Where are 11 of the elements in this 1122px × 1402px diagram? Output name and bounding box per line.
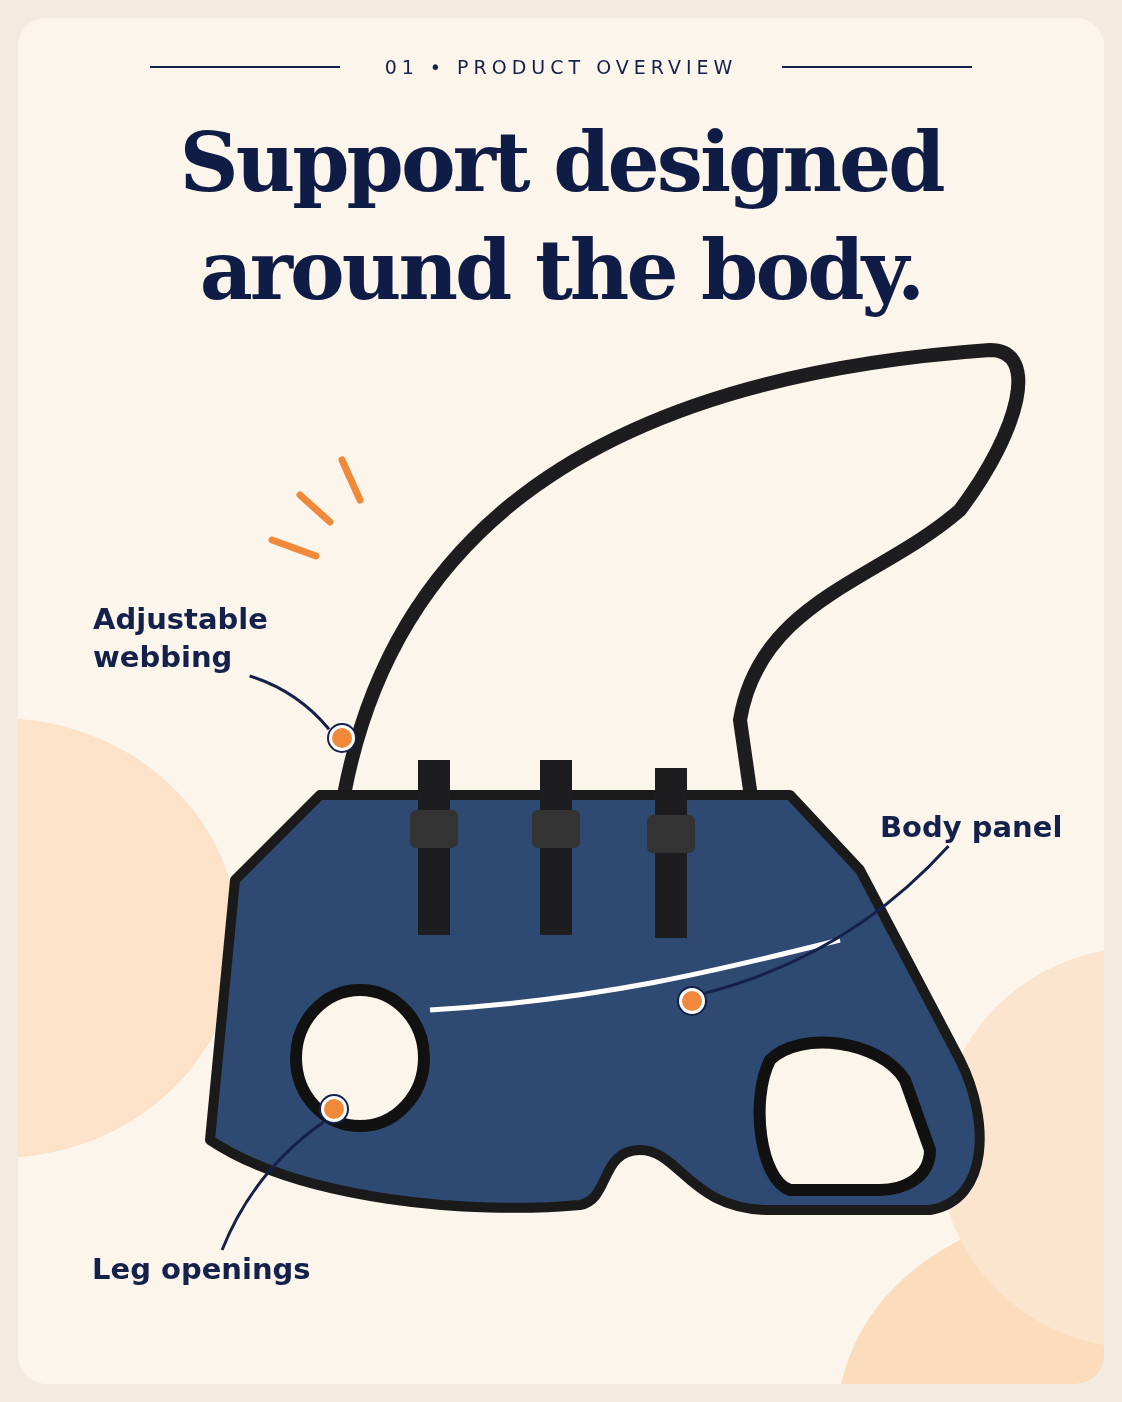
headline: Support designed around the body. (178, 113, 945, 320)
callout-label: Adjustable webbing (93, 600, 293, 676)
section-kicker: 01 • PRODUCT OVERVIEW (383, 55, 739, 80)
leader-line (249, 674, 331, 731)
marker-dot (329, 725, 355, 751)
leader-line (704, 844, 950, 995)
leader-line (220, 1120, 325, 1251)
callout-label: Leg openings (92, 1250, 322, 1288)
callout-label: Body panel (880, 808, 1080, 846)
marker-dot (321, 1096, 347, 1122)
marker-dot (679, 988, 705, 1014)
